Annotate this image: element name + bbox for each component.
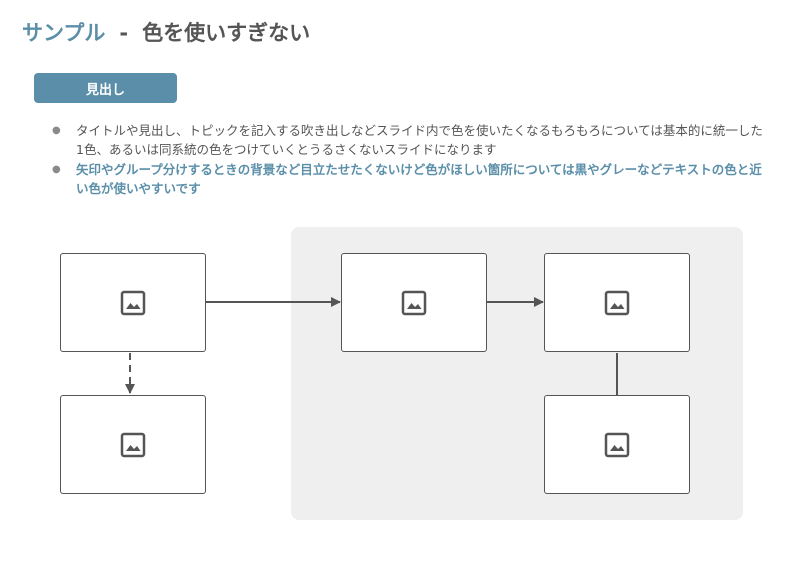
title-accent: サンプル (22, 21, 106, 45)
image-placeholder-icon (604, 290, 630, 315)
title-separator: - (119, 21, 129, 45)
diagram-node (544, 253, 690, 352)
heading-badge: 見出し (34, 73, 177, 103)
diagram-node (60, 395, 206, 494)
image-placeholder-icon (120, 290, 146, 315)
image-placeholder-icon (120, 432, 146, 457)
diagram-node (341, 253, 487, 352)
title-main: 色を使いすぎない (142, 21, 311, 45)
image-placeholder-icon (604, 432, 630, 457)
slide-title: サンプル-色を使いすぎない (22, 17, 310, 47)
diagram-node (60, 253, 206, 352)
bullet-item-accent: 矢印やグループ分けするときの背景など目立たせたくないけど色がほしい箇所については… (52, 160, 764, 198)
image-placeholder-icon (401, 290, 427, 315)
bullet-list: タイトルや見出し、トピックを記入する吹き出しなどスライド内で色を使いたくなるもろ… (52, 121, 764, 198)
diagram-node (544, 395, 690, 494)
bullet-item: タイトルや見出し、トピックを記入する吹き出しなどスライド内で色を使いたくなるもろ… (52, 121, 764, 159)
